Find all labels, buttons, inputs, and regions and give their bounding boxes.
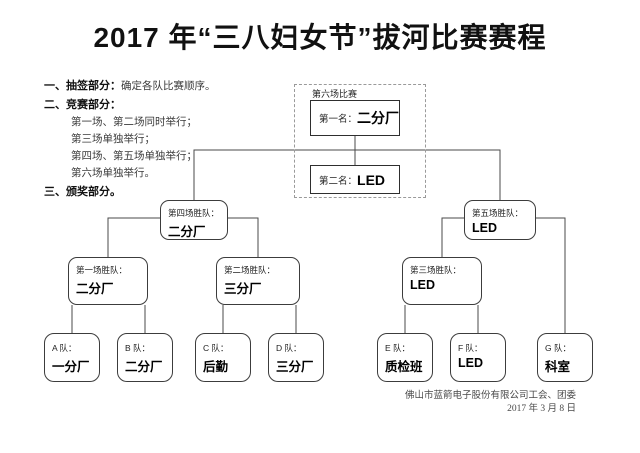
match5-winner-box: 第五场胜队： LED [464,200,536,240]
footer-signature: 佛山市蓝箭电子股份有限公司工会、团委 2017 年 3 月 8 日 [405,390,576,416]
team-d-box: D 队： 三分厂 [268,333,324,382]
rule-item-3: 三、颁奖部分。 [44,182,294,201]
team-b-box: B 队： 二分厂 [117,333,173,382]
footer-date: 2017 年 3 月 8 日 [507,404,576,414]
team-a-label: A 队： [52,343,77,353]
rule-item-2-sub-1: 第一场、第二场同时举行； [71,117,197,128]
rule-item-1: 一、抽签部分：确定各队比赛顺序。 [44,76,294,95]
second-place-team: LED [357,171,386,188]
team-a-box: A 队： 一分厂 [44,333,100,382]
final-match-label: 第六场比赛 [312,89,358,99]
first-place-team: 二分厂 [357,110,400,126]
rule-item-2-sub-2: 第三场单独举行； [71,134,155,145]
team-e-box: E 队： 质检班 [377,333,433,382]
team-c-name: 后勤 [203,360,229,374]
match3-winner-label: 第三场胜队： [410,265,462,275]
rules-section: 一、抽签部分：确定各队比赛顺序。 二、竞赛部分： 第一场、第二场同时举行； 第三… [44,76,294,201]
rule-item-1-head: 一、抽签部分： [44,80,121,92]
match5-winner-team: LED [472,221,497,235]
match3-winner-box: 第三场胜队： LED [402,257,482,305]
team-c-box: C 队： 后勤 [195,333,251,382]
team-g-name: 科室 [545,360,571,374]
first-place-label: 第一名： [319,114,358,125]
second-place-label: 第二名： [319,175,358,187]
footer-organizer: 佛山市蓝箭电子股份有限公司工会、团委 [404,391,576,401]
match1-winner-box: 第一场胜队： 二分厂 [68,257,148,305]
team-a-name: 一分厂 [52,360,90,374]
rule-item-3-head: 三、颁奖部分。 [44,186,121,198]
match2-winner-label: 第二场胜队： [224,265,276,275]
rule-item-2-sub-4: 第六场单独举行。 [71,168,155,179]
final-match-group-box: 第六场比赛 [294,84,426,198]
rule-item-2-sub-3: 第四场、第五场单独举行； [71,151,197,162]
match3-winner-team: LED [410,278,435,292]
match1-winner-label: 第一场胜队： [76,265,128,275]
match5-winner-label: 第五场胜队： [472,208,524,218]
match4-winner-box: 第四场胜队： 二分厂 [160,200,228,240]
rule-item-2: 二、竞赛部分： [44,95,294,114]
team-c-label: C 队： [203,343,229,353]
team-b-name: 二分厂 [125,360,163,374]
first-place-box: 第一名：二分厂 [310,100,400,136]
match4-winner-team: 二分厂 [168,225,206,239]
page-title: 2017 年“三八妇女节”拔河比赛赛程 [93,22,547,53]
team-e-name: 质检班 [385,360,423,374]
match2-winner-box: 第二场胜队： 三分厂 [216,257,300,305]
team-g-label: G 队： [545,343,571,353]
match4-winner-label: 第四场胜队： [168,208,220,218]
rule-item-2-head: 二、竞赛部分： [44,99,121,111]
second-place-box: 第二名：LED [310,165,400,194]
team-d-label: D 队： [276,343,302,353]
team-g-box: G 队： 科室 [537,333,593,382]
team-f-label: F 队： [458,343,483,353]
team-f-name: LED [458,356,483,370]
team-e-label: E 队： [385,343,411,353]
team-d-name: 三分厂 [276,360,314,374]
team-f-box: F 队： LED [450,333,506,382]
match1-winner-team: 二分厂 [76,282,114,296]
rule-item-1-text: 确定各队比赛顺序。 [121,81,216,92]
team-b-label: B 队： [125,343,151,353]
match2-winner-team: 三分厂 [224,282,262,296]
